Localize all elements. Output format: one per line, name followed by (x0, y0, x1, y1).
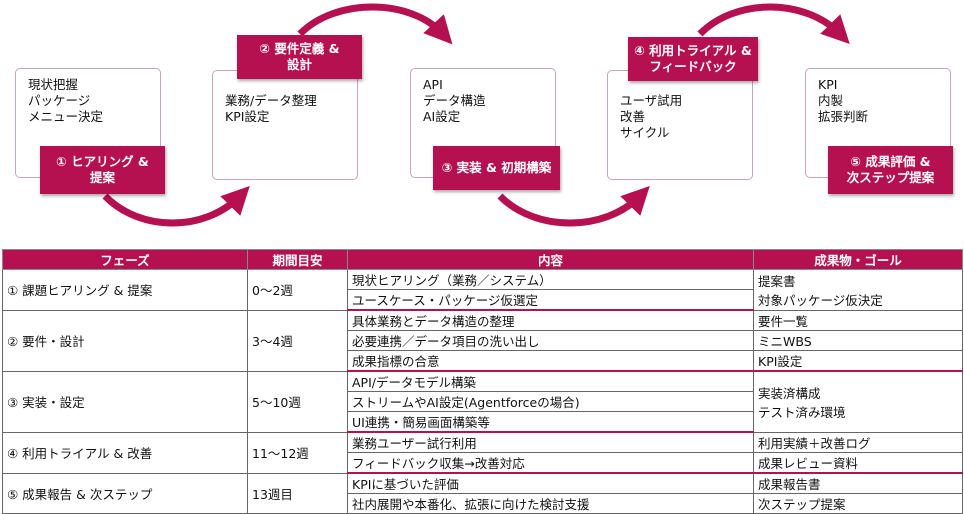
deliverable-item: 提案書 (758, 273, 796, 289)
step-1-label-line: 提案 (89, 170, 115, 185)
table-row: ユースケース・パッケージ仮選定 (3, 289, 963, 311)
step-5-label: ⑤ 成果評価 & 次ステップ提案 (828, 146, 953, 194)
content-item: 具体業務とデータ構造の整理 (347, 309, 754, 331)
deliverable-item: 要件一覧 (753, 309, 963, 331)
step-1-card: 現状把握 パッケージ メニュー決定 (15, 68, 161, 178)
table-row: 必要連携／データ項目の洗い出し ミニWBS (3, 330, 963, 351)
arrow-2-to-3 (297, 3, 453, 45)
step-2-card: 業務/データ整理 KPI設定 (212, 70, 358, 180)
step-5-label-line: ⑤ 成果評価 & (850, 154, 931, 169)
step-4-line: ユーザ試用 (620, 93, 683, 108)
phase-name: ① 課題ヒアリング & 提案 (2, 269, 248, 311)
content-item: UI連携・簡易画面構築等 (347, 411, 754, 433)
phase-period: 0〜2週 (247, 269, 348, 311)
step-4-card: ユーザ試用 改善 サイクル (607, 70, 753, 180)
content-item: ストリームやAI設定(Agentforceの場合) (347, 391, 754, 412)
deliverable-item: 実装済構成 (758, 385, 821, 401)
table-row: ② 要件・設計 3〜4週 具体業務とデータ構造の整理 要件一覧 (2, 309, 963, 372)
table-row: ④ 利用トライアル & 改善 11〜12週 業務ユーザー試行利用 利用実績＋改善… (2, 431, 963, 474)
deliverable-cell: 実装済構成 テスト済み環境 (753, 370, 963, 433)
step-1-line: メニュー決定 (28, 109, 104, 124)
phase-name: ③ 実装・設定 (2, 370, 248, 433)
phase-name: ② 要件・設計 (2, 309, 248, 372)
content-item: 成果指標の合意 (347, 350, 754, 372)
deliverable-item: テスト済み環境 (758, 404, 846, 420)
table-row: ストリームやAI設定(Agentforceの場合) (3, 391, 963, 412)
step-5-label-line: 次ステップ提案 (846, 170, 935, 185)
flow-arrows (102, 3, 850, 227)
arrow-1-to-2 (102, 185, 250, 227)
arrow-4-to-5 (697, 3, 850, 45)
deliverable-item: 対象パッケージ仮決定 (758, 292, 883, 308)
step-4-label-line: ④ 利用トライアル & (634, 43, 752, 58)
step-3-label-line: ③ 実装 & 初期構築 (441, 160, 552, 175)
step-2-line: 業務/データ整理 (225, 93, 317, 108)
step-1-line: 現状把握 (28, 77, 79, 92)
header-period: 期間目安 (247, 249, 348, 270)
step-3-line: AI設定 (423, 109, 461, 124)
step-3-line: API (423, 77, 443, 92)
content-item: API/データモデル構築 (347, 370, 754, 392)
header-content: 内容 (347, 249, 754, 270)
step-5-line: 拡張判断 (818, 109, 869, 124)
step-5-line: 内製 (818, 93, 844, 108)
step-4-line: 改善 (620, 109, 646, 124)
step-1-label-line: ① ヒアリング & (56, 154, 149, 169)
content-item: 現状ヒアリング（業務／システム） (347, 269, 754, 290)
table-row: 成果指標の合意 KPI設定 (3, 350, 963, 372)
header-deliverables: 成果物・ゴール (753, 249, 963, 270)
deliverable-cell: 提案書 対象パッケージ仮決定 (753, 269, 963, 311)
content-item: 業務ユーザー試行利用 (347, 431, 754, 453)
table-header-row: フェーズ 期間目安 内容 成果物・ゴール (2, 249, 963, 270)
table-row: フィードバック収集→改善対応 成果レビュー資料 (3, 452, 963, 474)
phase-schedule-table: フェーズ 期間目安 内容 成果物・ゴール ① 課題ヒアリング & 提案 0〜2週… (2, 249, 963, 514)
deliverable-item: ミニWBS (753, 330, 963, 351)
phase-period: 13週目 (247, 472, 348, 514)
table-row: ③ 実装・設定 5〜10週 API/データモデル構築 実装済構成 テスト済み環境 (2, 370, 963, 433)
table-row: ⑤ 成果報告 & 次ステップ 13週目 KPIに基づいた評価 成果報告書 (2, 472, 963, 514)
step-1-label: ① ヒアリング & 提案 (40, 146, 165, 194)
table-row: ① 課題ヒアリング & 提案 0〜2週 現状ヒアリング（業務／システム） 提案書… (2, 269, 963, 311)
step-4-line: サイクル (620, 125, 670, 140)
phase-period: 11〜12週 (247, 431, 348, 474)
step-2-label: ② 要件定義 & 設計 (237, 35, 362, 79)
phase-name: ④ 利用トライアル & 改善 (2, 431, 248, 474)
step-2-line: KPI設定 (225, 109, 270, 124)
deliverable-item: 成果報告書 (753, 472, 963, 494)
step-4-label: ④ 利用トライアル & フィードバック (628, 37, 758, 81)
phase-period: 5〜10週 (247, 370, 348, 433)
table-row: UI連携・簡易画面構築等 (3, 411, 963, 433)
step-3-line: データ構造 (423, 93, 486, 108)
deliverable-item: 成果レビュー資料 (753, 452, 963, 474)
content-item: KPIに基づいた評価 (347, 472, 754, 494)
step-5-line: KPI (818, 77, 838, 92)
step-3-label: ③ 実装 & 初期構築 (433, 146, 560, 190)
arrow-3-to-4 (497, 185, 650, 227)
content-item: 必要連携／データ項目の洗い出し (347, 330, 754, 351)
step-2-label-line: 設計 (286, 57, 312, 72)
deliverable-item: KPI設定 (753, 350, 963, 372)
phase-name: ⑤ 成果報告 & 次ステップ (2, 472, 248, 514)
deliverable-item: 利用実績＋改善ログ (753, 431, 963, 453)
content-item: ユースケース・パッケージ仮選定 (347, 289, 754, 311)
step-2-label-line: ② 要件定義 & (259, 41, 340, 56)
step-4-label-line: フィードバック (649, 59, 737, 74)
header-phase: フェーズ (2, 249, 248, 270)
content-item: フィードバック収集→改善対応 (347, 452, 754, 474)
process-flow-diagram: 現状把握 パッケージ メニュー決定 ① ヒアリング & 提案 業務/データ整理 … (0, 0, 964, 245)
step-1-line: パッケージ (28, 93, 91, 108)
phase-period: 3〜4週 (247, 309, 348, 372)
